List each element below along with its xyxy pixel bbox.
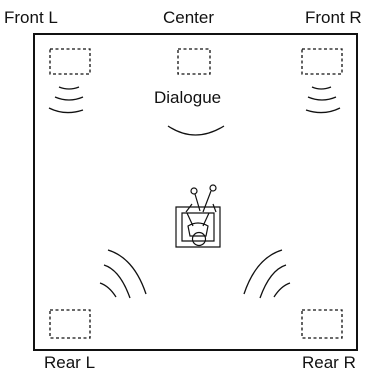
dialogue-label: Dialogue (154, 88, 222, 107)
center-sound-wave (167, 125, 225, 136)
rear-l-label: Rear L (44, 353, 96, 372)
listener-in-chair (175, 184, 221, 248)
center-label: Center (163, 8, 215, 27)
front-r-sound-waves (305, 86, 341, 114)
rear-r-sound-waves (243, 249, 291, 299)
room-outline (33, 33, 358, 351)
rear-r-label: Rear R (302, 353, 356, 372)
speaker-rear-l (49, 309, 91, 339)
front-l-sound-waves (48, 86, 84, 114)
speaker-rear-r (301, 309, 343, 339)
speaker-center (177, 48, 211, 75)
rear-l-sound-waves (99, 249, 147, 299)
speaker-front-r (301, 48, 343, 75)
speaker-front-l (49, 48, 91, 75)
front-l-label: Front L (4, 8, 58, 27)
front-r-label: Front R (305, 8, 362, 27)
